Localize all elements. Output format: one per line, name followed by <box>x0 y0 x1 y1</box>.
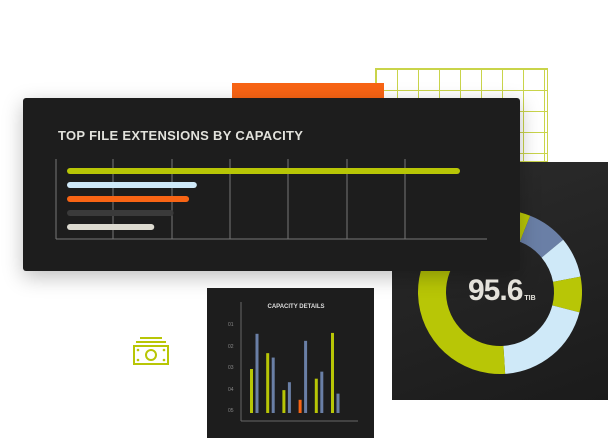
capacity-bar <box>320 371 324 413</box>
y-tick-label: 04 <box>228 386 234 393</box>
capacity-bar <box>266 353 270 413</box>
file-extensions-bar-chart <box>55 159 487 240</box>
capacity-bar <box>304 340 308 413</box>
money-icon <box>133 337 169 365</box>
capacity-details-panel: CAPACITY DETAILS 01 02 03 04 05 <box>207 288 374 438</box>
donut-segment <box>541 239 581 282</box>
donut-segment <box>552 276 582 313</box>
donut-total: 95.6 TIB <box>468 274 536 308</box>
file-extensions-panel: TOP FILE EXTENSIONS BY CAPACITY <box>23 98 520 271</box>
y-tick-label: 02 <box>228 343 234 350</box>
capacity-bar <box>287 382 291 413</box>
capacity-bar <box>331 332 334 413</box>
decorative-orange-block <box>232 83 384 99</box>
capacity-details-bar-chart <box>240 302 358 422</box>
capacity-bar <box>298 399 302 413</box>
y-tick-label: 03 <box>228 365 234 371</box>
donut-unit: TIB <box>524 295 536 302</box>
capacity-bar <box>255 333 259 413</box>
donut-segment <box>519 215 564 258</box>
panel-title: CAPACITY DETAILS <box>267 304 325 310</box>
capacity-bar <box>282 390 286 413</box>
panel-title: TOP FILE EXTENSIONS BY CAPACITY <box>58 128 304 143</box>
y-tick-label: 05 <box>228 408 234 414</box>
donut-segment <box>503 305 580 374</box>
capacity-bar <box>314 378 318 413</box>
capacity-bar <box>271 357 275 413</box>
donut-total-value: 95.6 <box>468 274 523 307</box>
capacity-bar <box>336 393 340 413</box>
y-tick-label: 01 <box>228 322 234 328</box>
capacity-bar <box>250 369 253 413</box>
